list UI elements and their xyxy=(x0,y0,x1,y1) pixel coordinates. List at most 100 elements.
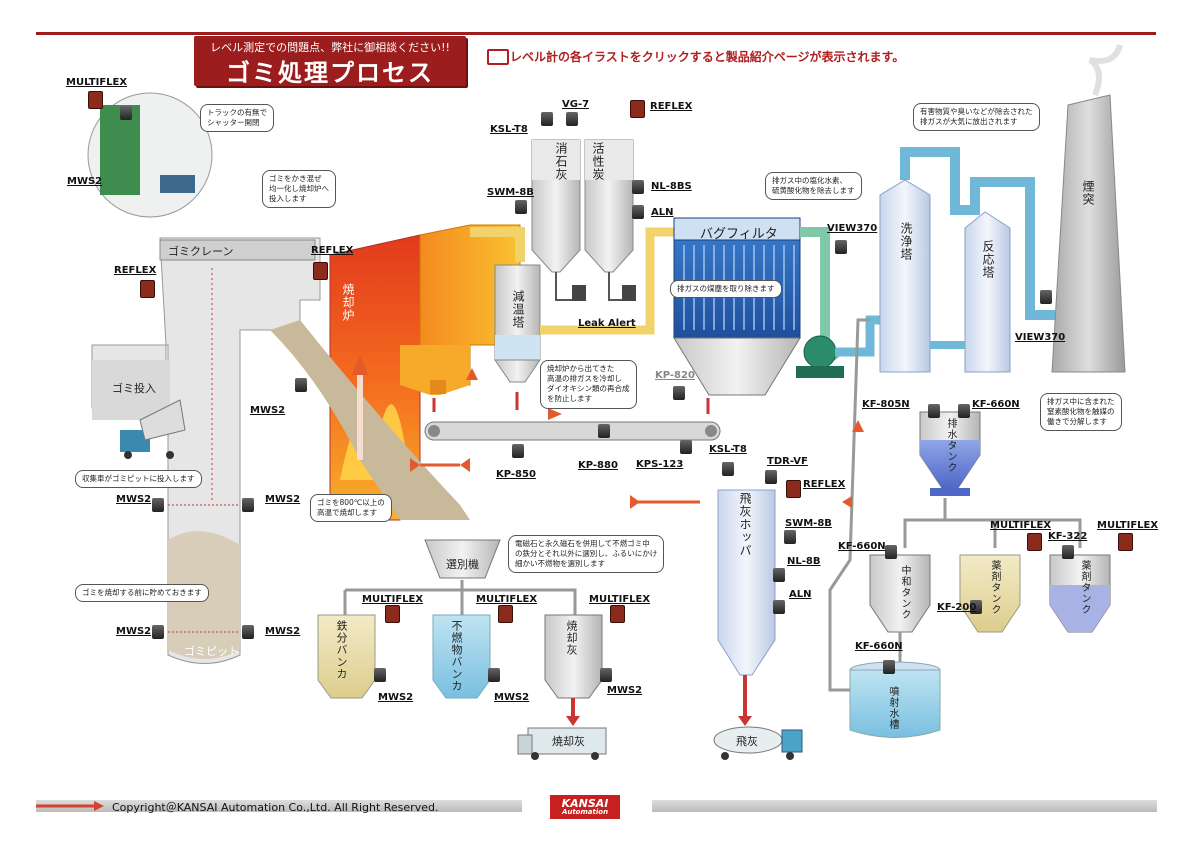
label-mws2-iron[interactable]: MWS2 xyxy=(378,692,414,703)
label-kf-660n-drain[interactable]: KF-660N xyxy=(972,399,1020,410)
swm-8b-top-icon[interactable] xyxy=(515,200,527,214)
label-multiflex-ash[interactable]: MULTIFLEX xyxy=(589,594,651,605)
multiflex-nonburn-icon[interactable] xyxy=(498,605,513,623)
label-mws2-pit-3[interactable]: MWS2 xyxy=(116,626,152,637)
mws2-chute-icon[interactable] xyxy=(295,378,307,392)
kp-880-icon[interactable] xyxy=(598,424,610,438)
label-reflex-pit[interactable]: REFLEX xyxy=(114,265,157,276)
multiflex-ash-icon[interactable] xyxy=(610,605,625,623)
mws2-pit-bottom-left-icon[interactable] xyxy=(152,625,164,639)
mws2-ash-icon[interactable] xyxy=(600,668,612,682)
cooling-tower-label: 減温塔 xyxy=(511,290,525,329)
crane-label: ゴミクレーン xyxy=(168,245,234,258)
view370-top-icon[interactable] xyxy=(835,240,847,254)
label-swm-8b-hopper[interactable]: SWM-8B xyxy=(785,518,832,529)
footer-bar-left xyxy=(36,800,522,812)
label-multiflex-top[interactable]: MULTIFLEX xyxy=(66,77,128,88)
note-truck-shutter: トラックの有無で シャッター開閉 xyxy=(200,104,274,133)
kp-850-icon[interactable] xyxy=(512,444,524,458)
kf-660n-drain-icon[interactable] xyxy=(958,404,970,418)
kf-322-icon[interactable] xyxy=(1062,545,1074,559)
ksl-t8-hopper-icon[interactable] xyxy=(722,462,734,476)
label-aln-hopper[interactable]: ALN xyxy=(789,589,812,600)
incin-ash-label: 焼却灰 xyxy=(565,620,578,656)
label-mws2-pit-4[interactable]: MWS2 xyxy=(265,626,301,637)
mws2-pit-left-icon[interactable] xyxy=(152,498,164,512)
label-reflex-crane[interactable]: REFLEX xyxy=(311,245,354,256)
view370-stack-icon[interactable] xyxy=(1040,290,1052,304)
nl-8bs-icon[interactable] xyxy=(632,180,644,194)
label-reflex-hopper[interactable]: REFLEX xyxy=(803,479,846,490)
kps-123-icon[interactable] xyxy=(680,440,692,454)
label-mws2-chute[interactable]: MWS2 xyxy=(250,405,286,416)
label-swm-8b-top[interactable]: SWM-8B xyxy=(487,187,534,198)
chem-tank2-label: 薬剤タンク xyxy=(1079,560,1090,615)
note-burn800: ゴミを800℃以上の 高温で焼却します xyxy=(310,494,392,523)
label-multiflex-chem2[interactable]: MULTIFLEX xyxy=(1097,520,1159,531)
reflex-crane-sensor-icon[interactable] xyxy=(313,262,328,280)
page-title: ゴミ処理プロセス xyxy=(226,59,434,87)
aln-hopper-icon[interactable] xyxy=(773,600,785,614)
label-kp-820[interactable]: KP-820 xyxy=(655,370,695,381)
stack-label: 煙突 xyxy=(1081,180,1095,206)
pointing-hand-icon xyxy=(487,49,509,65)
reflex-pit-sensor-icon[interactable] xyxy=(140,280,155,298)
label-kp-880[interactable]: KP-880 xyxy=(578,460,618,471)
multiflex-chem2-icon[interactable] xyxy=(1118,533,1133,551)
label-kf-200[interactable]: KF-200 xyxy=(937,602,977,613)
label-nl-8b[interactable]: NL-8B xyxy=(787,556,821,567)
swm-8b-hopper-icon[interactable] xyxy=(784,530,796,544)
label-kp-850[interactable]: KP-850 xyxy=(496,469,536,480)
label-nl-8bs[interactable]: NL-8BS xyxy=(651,181,692,192)
note-dioxin: 焼却炉から出てきた 高温の排ガスを冷却し ダイオキシン類の再合成 を防止します xyxy=(540,360,637,409)
multiflex-chem1-icon[interactable] xyxy=(1027,533,1042,551)
label-kf-322[interactable]: KF-322 xyxy=(1048,531,1088,542)
label-tdr-vf[interactable]: TDR-VF xyxy=(767,456,808,467)
label-multiflex-nonburn[interactable]: MULTIFLEX xyxy=(476,594,538,605)
kf-660n-neutral-icon[interactable] xyxy=(885,545,897,559)
label-kps-123[interactable]: KPS-123 xyxy=(636,459,684,470)
mws2-pit-right-icon[interactable] xyxy=(242,498,254,512)
label-mws2-ash[interactable]: MWS2 xyxy=(607,685,643,696)
reflex-hopper-icon[interactable] xyxy=(786,480,801,498)
mws2-iron-icon[interactable] xyxy=(374,668,386,682)
note-magnet: 電磁石と永久磁石を併用して不燃ゴミ中 の鉄分とそれ以外に選別し、ふるいにかけ 細… xyxy=(508,535,665,574)
label-vg7[interactable]: VG-7 xyxy=(562,99,590,110)
label-mws2-pit-2[interactable]: MWS2 xyxy=(265,494,301,505)
slaked-lime-label: 消石灰 xyxy=(554,142,568,181)
reflex-silo-icon[interactable] xyxy=(630,100,645,118)
tdr-vf-icon[interactable] xyxy=(765,470,777,484)
mws2-pit-bottom-right-icon[interactable] xyxy=(242,625,254,639)
ksl-t8-top-icon[interactable] xyxy=(541,112,553,126)
label-leak-alert[interactable]: Leak Alert xyxy=(578,318,636,329)
label-mws2-nonburn[interactable]: MWS2 xyxy=(494,692,530,703)
label-kf-660n-neutral[interactable]: KF-660N xyxy=(838,541,886,552)
page-subtitle: レベル測定での問題点、弊社に御相談ください!! xyxy=(210,41,450,54)
nl-8b-icon[interactable] xyxy=(773,568,785,582)
label-multiflex-iron[interactable]: MULTIFLEX xyxy=(362,594,424,605)
kp-820-icon[interactable] xyxy=(673,386,685,400)
label-multiflex-chem1[interactable]: MULTIFLEX xyxy=(990,520,1052,531)
mws2-sensor-icon[interactable] xyxy=(120,106,132,120)
label-ksl-t8-top[interactable]: KSL-T8 xyxy=(490,124,528,135)
truck-flyash-label: 飛灰 xyxy=(736,735,758,748)
label-aln-top[interactable]: ALN xyxy=(651,207,674,218)
label-mws2-pit-1[interactable]: MWS2 xyxy=(116,494,152,505)
label-view370-top[interactable]: VIEW370 xyxy=(827,223,878,234)
kf-200-icon[interactable] xyxy=(970,600,982,614)
label-mws2-top[interactable]: MWS2 xyxy=(67,176,103,187)
label-ksl-t8-hopper[interactable]: KSL-T8 xyxy=(709,444,747,455)
mws2-nonburn-icon[interactable] xyxy=(488,668,500,682)
ash-truck-shape xyxy=(517,727,607,760)
kf-660n-spray-icon[interactable] xyxy=(883,660,895,674)
kf-805n-icon[interactable] xyxy=(928,404,940,418)
label-view370-stack[interactable]: VIEW370 xyxy=(1015,332,1066,343)
label-kf-660n-spray[interactable]: KF-660N xyxy=(855,641,903,652)
fly-ash-hopper-label: 飛灰ホッパ xyxy=(738,492,752,557)
multiflex-iron-icon[interactable] xyxy=(385,605,400,623)
vg7-sensor-icon[interactable] xyxy=(566,112,578,126)
multiflex-sensor-icon[interactable] xyxy=(88,91,103,109)
aln-top-icon[interactable] xyxy=(632,205,644,219)
label-kf-805n[interactable]: KF-805N xyxy=(862,399,910,410)
label-reflex-silo[interactable]: REFLEX xyxy=(650,101,693,112)
